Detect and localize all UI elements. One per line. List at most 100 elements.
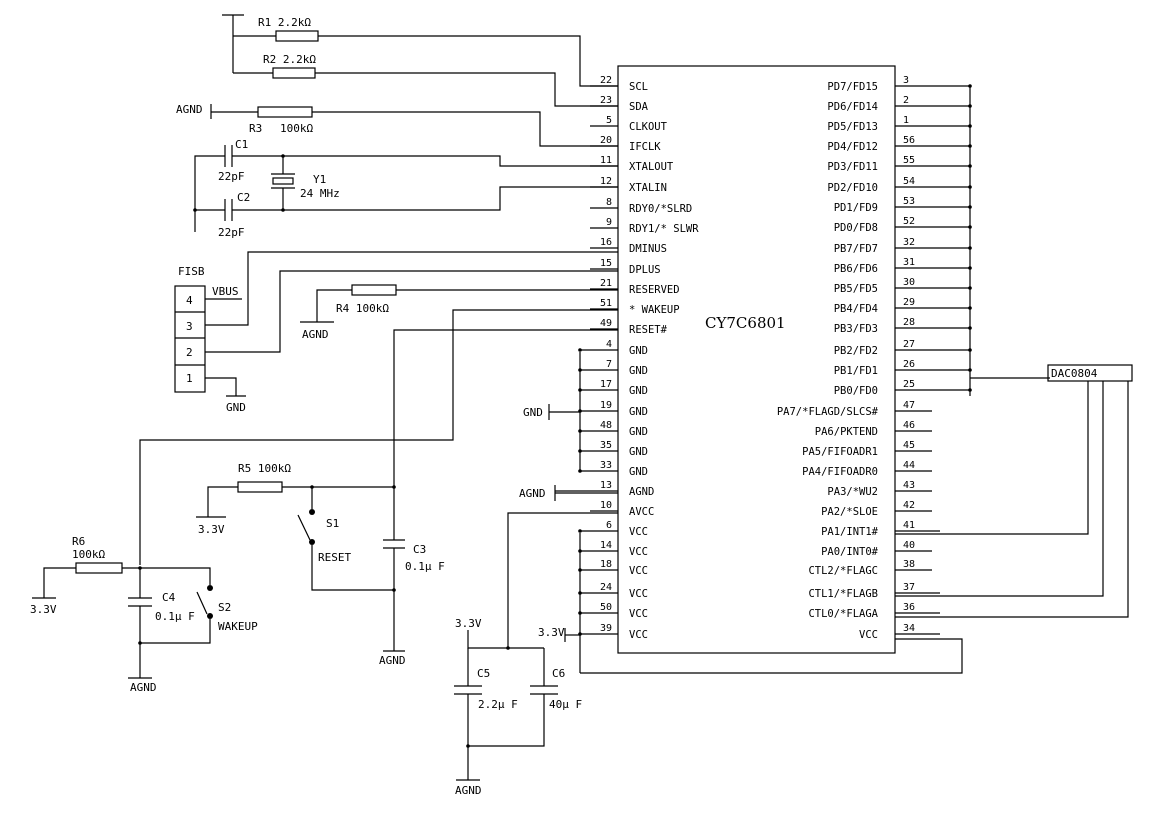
chip-pin-signal: VCC [629,629,648,641]
c4-agnd-label: AGND [130,681,157,694]
usb-gnd-label: GND [226,401,246,414]
usb-pin-4: 4 [186,294,193,307]
chip-pin-signal: RESERVED [629,284,680,296]
chip-pin-number: 44 [903,460,915,471]
chip-pin-number: 2 [903,95,909,106]
chip-body [617,65,896,654]
avcc-filter: 3.3V C5 2.2μ F C6 40μ F AGND [454,512,618,797]
chip-pin-signal: GND [629,446,648,458]
chip-pin-signal: PA5/FIFOADR1 [802,446,878,458]
c3-agnd-label: AGND [379,654,406,667]
switch-s2-contact-bottom [207,613,213,619]
chip-pin-number: 18 [600,559,612,570]
usb-label: FISB [178,265,205,278]
chip-pin-number: 3 [903,75,909,86]
usb-connector-body [174,285,206,393]
c4-name: C4 [162,591,176,604]
chip-pin-number: 14 [600,540,612,551]
c6-name: C6 [552,667,565,680]
chip-pin-signal: PD1/FD9 [834,202,878,214]
chip-pin-signal: XTALOUT [629,161,674,173]
dac0804-body [1047,364,1133,382]
s2-name: S2 [218,601,231,614]
chip-pin-signal: PB7/FD7 [834,243,878,255]
chip-pin-number: 16 [600,237,612,248]
chip-pin-number: 7 [606,359,612,370]
switch-s1-contact-bottom [309,539,315,545]
chip-pin-signal: PB2/FD2 [834,345,878,357]
chip-pin-signal: VCC [629,588,648,600]
chip-pin-signal: GND [629,365,648,377]
agnd-pin13: AGND [519,485,618,501]
r3-network: AGND R3 100kΩ [176,103,618,147]
y1-value: 24 MHz [300,187,340,200]
c4-value: 0.1μ F [155,610,195,623]
chip-pin-number: 17 [600,379,612,390]
chip-pin-number: 4 [606,339,612,350]
chip-pin-signal: PB5/FD5 [834,283,878,295]
chip-left-pins: 22SCL23SDA5CLKOUT20IFCLK11XTALOUT12XTALI… [555,75,699,641]
chip-pin-number: 42 [903,500,915,511]
chip-pin-number: 49 [600,318,612,329]
resistor-r3 [257,106,313,118]
chip-pin-signal: VCC [629,546,648,558]
gnd-bus: GND [523,352,581,472]
switch-s2 [196,591,208,615]
chip-pin-signal: IFCLK [629,141,661,153]
c1-name: C1 [235,138,248,151]
resistor-r4 [351,284,397,296]
avcc-agnd-label: AGND [455,784,482,797]
usb-pin-2: 2 [186,346,193,359]
chip-pin-signal: DMINUS [629,243,667,255]
chip-pin-number: 35 [600,440,612,451]
chip-pin-number: 22 [600,75,612,86]
chip-pin-signal: PD6/FD14 [827,101,878,113]
chip-pin-number: 30 [903,277,915,288]
chip-pin-number: 52 [903,216,915,227]
reset-trace [393,329,618,487]
chip-pin-number: 31 [903,257,915,268]
c3-value: 0.1μ F [405,560,445,573]
chip-pin-number: 47 [903,400,915,411]
chip-pin-signal: * WAKEUP [629,304,680,316]
resistor-r1 [275,30,319,42]
c5-value: 2.2μ F [478,698,518,711]
chip-pin-signal: CTL0/*FLAGA [808,608,878,620]
chip-pin-number: 39 [600,623,612,634]
chip-pin-number: 6 [606,520,612,531]
r3-agnd-label: AGND [176,103,203,116]
chip-pin-number: 11 [600,155,612,166]
chip-pin-number: 36 [903,602,915,613]
c3-name: C3 [413,543,426,556]
vcc-bus-33v-label: 3.3V [538,626,565,639]
chip-pin-signal: CLKOUT [629,121,668,133]
chip-pin-number: 13 [600,480,612,491]
chip-pin-signal: PB4/FD4 [834,303,878,315]
c6-value: 40μ F [549,698,582,711]
chip-pin-signal: PB1/FD1 [834,365,878,377]
chip-pin-number: 54 [903,176,915,187]
chip-pin-number: 46 [903,420,915,431]
gnd-bus-label: GND [523,406,543,419]
chip-pin-signal: VCC [629,565,648,577]
chip-pin-number: 53 [903,196,915,207]
chip-pin-number: 56 [903,135,915,146]
s2-label: WAKEUP [218,620,258,633]
switch-s2-contact-top [207,585,213,591]
chip-pin-number: 43 [903,480,915,491]
chip-pin-signal: GND [629,426,648,438]
usb-connector: 4 3 2 1 FISB VBUS GND [174,251,618,414]
chip-pin-number: 37 [903,582,915,593]
r6-33v-label: 3.3V [30,603,57,616]
chip-pin-number: 21 [600,278,612,289]
chip-pin-signal: VCC [629,608,648,620]
chip-pin-number: 10 [600,500,612,511]
chip-pin-signal: RDY0/*SLRD [629,203,692,215]
r6-name: R6 [72,535,85,548]
chip-pin-signal: PD7/FD15 [827,81,878,93]
chip-pin-signal: PA6/PKTEND [815,426,878,438]
chip-pin-number: 48 [600,420,612,431]
chip-pin-number: 33 [600,460,612,471]
chip-pin-signal: PB0/FD0 [834,385,878,397]
